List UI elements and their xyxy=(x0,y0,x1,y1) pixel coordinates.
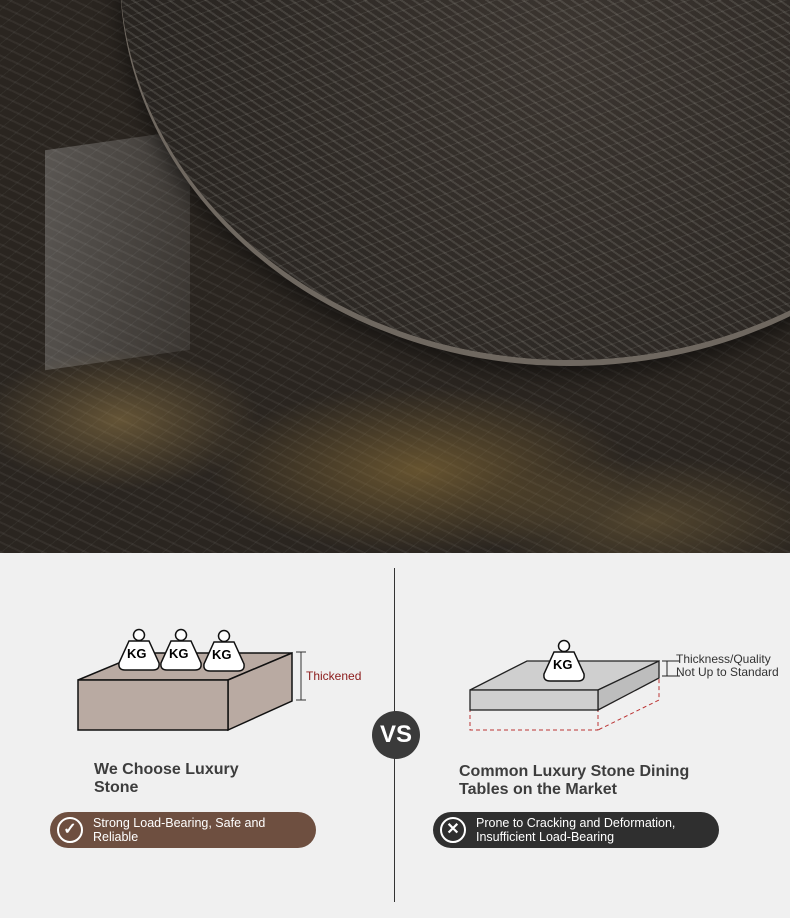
weight-label: KG xyxy=(127,646,147,661)
advantage-badge: ✓ Strong Load-Bearing, Safe and Reliable xyxy=(50,812,316,848)
right-heading: Common Luxury Stone Dining Tables on the… xyxy=(459,763,690,798)
weight-label: KG xyxy=(169,646,189,661)
marble-table-photo xyxy=(0,0,790,553)
disadvantage-text: Prone to Cracking and Deformation, Insuf… xyxy=(476,816,676,844)
weight-label: KG xyxy=(553,657,573,672)
thickness-marker xyxy=(296,651,306,701)
disadvantage-badge: ✕ Prone to Cracking and Deformation, Ins… xyxy=(433,812,719,848)
check-icon: ✓ xyxy=(57,817,83,843)
advantage-text: Strong Load-Bearing, Safe and Reliable xyxy=(93,816,266,844)
weight-label: KG xyxy=(212,647,232,662)
x-icon: ✕ xyxy=(440,817,466,843)
left-heading: We Choose Luxury Stone xyxy=(94,761,239,796)
vs-badge: VS xyxy=(372,711,420,759)
thickness-quality-label: Thickness/Quality Not Up to Standard xyxy=(676,652,779,679)
thickened-label: Thickened xyxy=(306,669,362,683)
